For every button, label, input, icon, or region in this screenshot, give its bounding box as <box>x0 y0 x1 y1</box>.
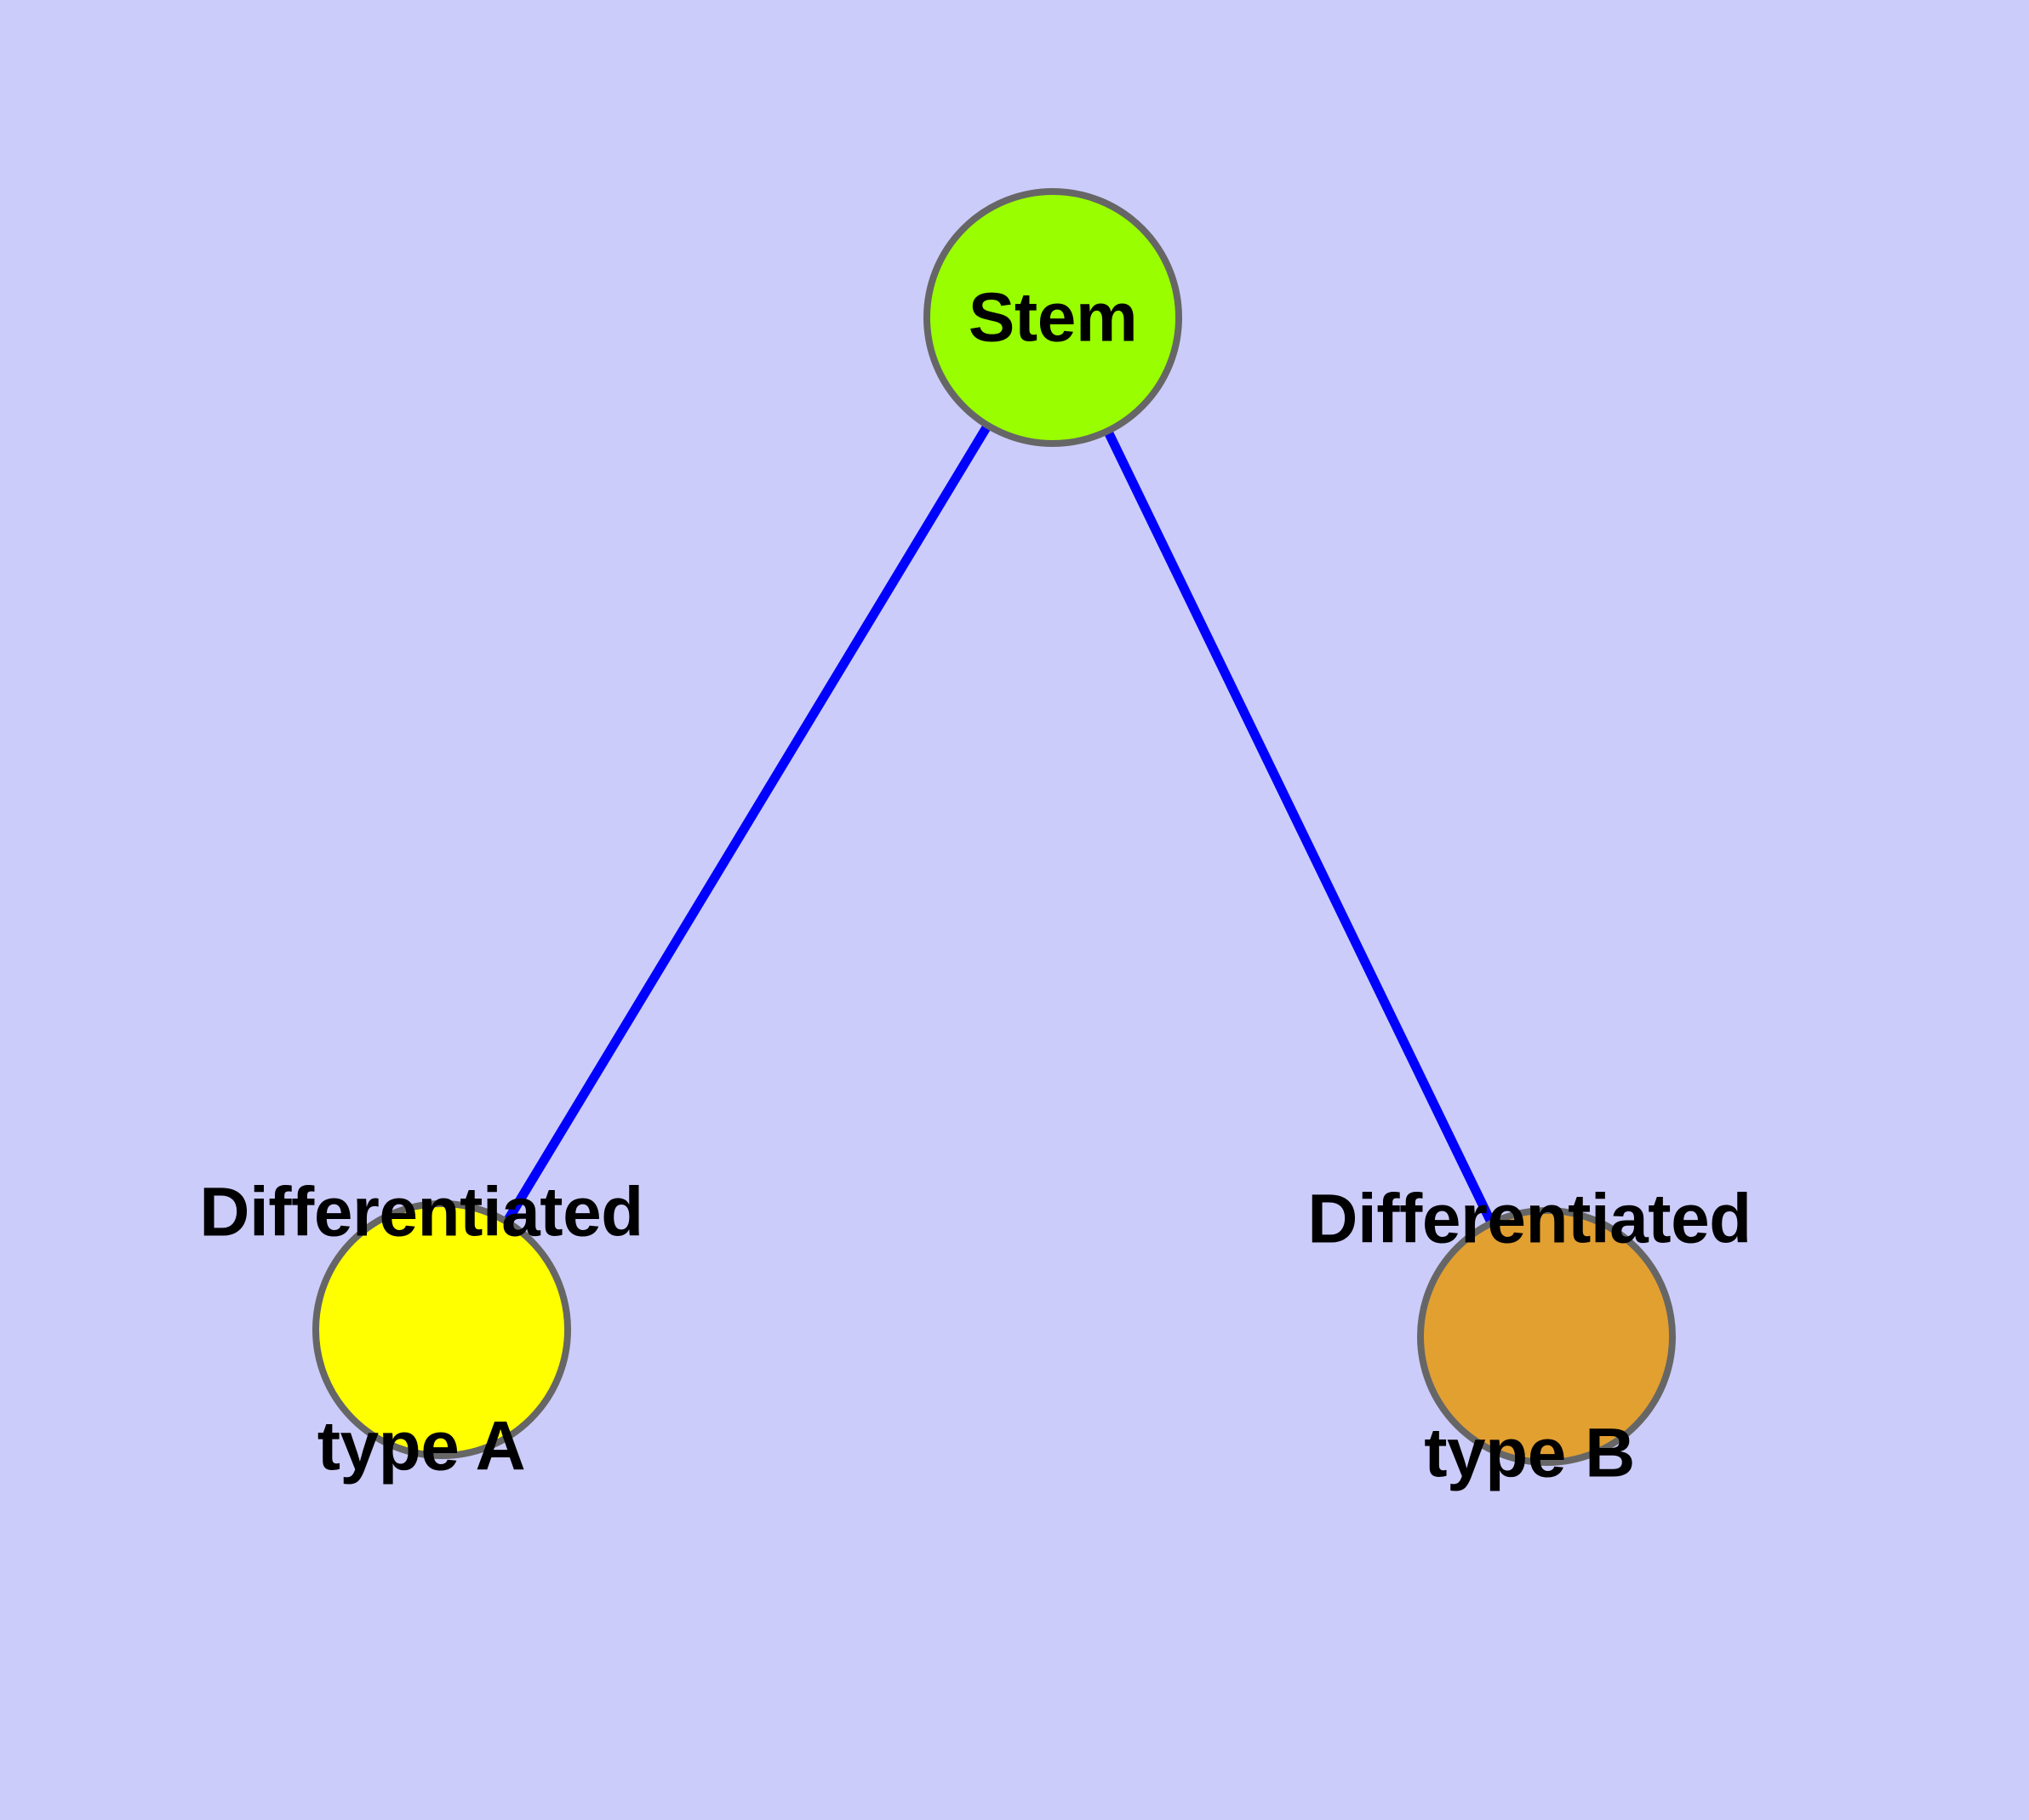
edge-stem-diff_b <box>1104 430 1495 1224</box>
node-circle-diff_a[interactable] <box>312 1200 571 1459</box>
node-circle-diff_b[interactable] <box>1417 1207 1676 1466</box>
edges-group <box>503 424 1495 1224</box>
edge-stem-diff_a <box>503 424 992 1223</box>
node-circle-stem[interactable] <box>923 188 1182 447</box>
nodes-group <box>312 188 1676 1466</box>
